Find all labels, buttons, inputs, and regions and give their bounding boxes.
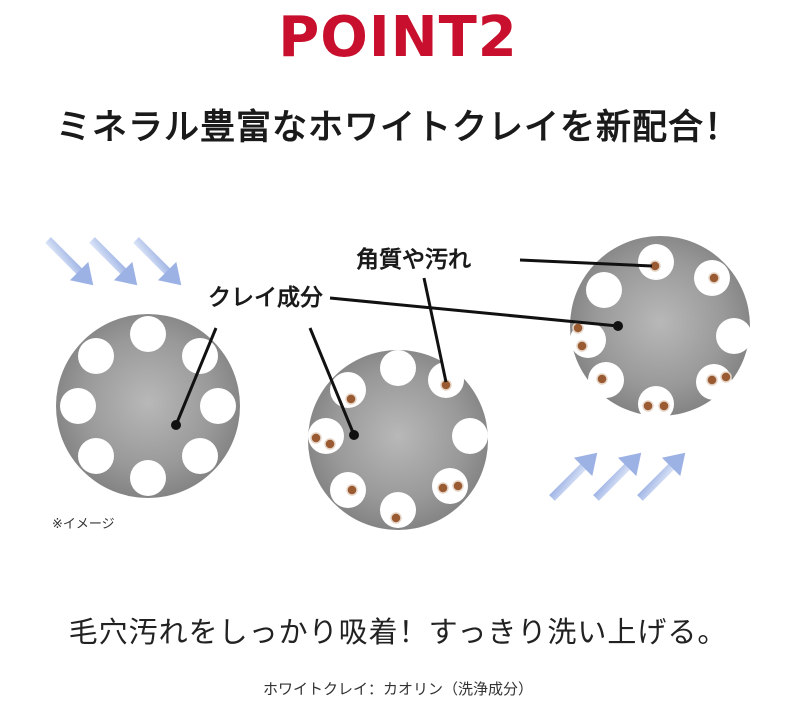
clay-particle-absorbing <box>308 350 488 530</box>
outgoing-arrows-icon <box>549 452 686 501</box>
headline: ミネラル豊富なホワイトクレイを新配合！ <box>55 108 740 148</box>
clay-illustration: 角質や汚れ クレイ成分 <box>45 236 752 530</box>
image-caption: ※イメージ <box>52 517 115 532</box>
incoming-arrows-icon <box>45 237 182 286</box>
dirt-particles-icon <box>310 379 464 524</box>
ingredient-note: ホワイトクレイ：カオリン（洗浄成分） <box>262 680 533 698</box>
label-dirt: 角質や汚れ <box>356 246 471 273</box>
point-title: POINT2 <box>278 5 518 70</box>
leader-lines <box>174 258 653 436</box>
dirt-particles-icon <box>572 260 732 412</box>
clay-particle-clean <box>56 314 240 498</box>
clay-particle-saturated <box>570 236 752 422</box>
tagline: 毛穴汚れをしっかり吸着！すっきり洗い上げる。 <box>68 615 728 649</box>
label-clay: クレイ成分 <box>208 285 323 311</box>
